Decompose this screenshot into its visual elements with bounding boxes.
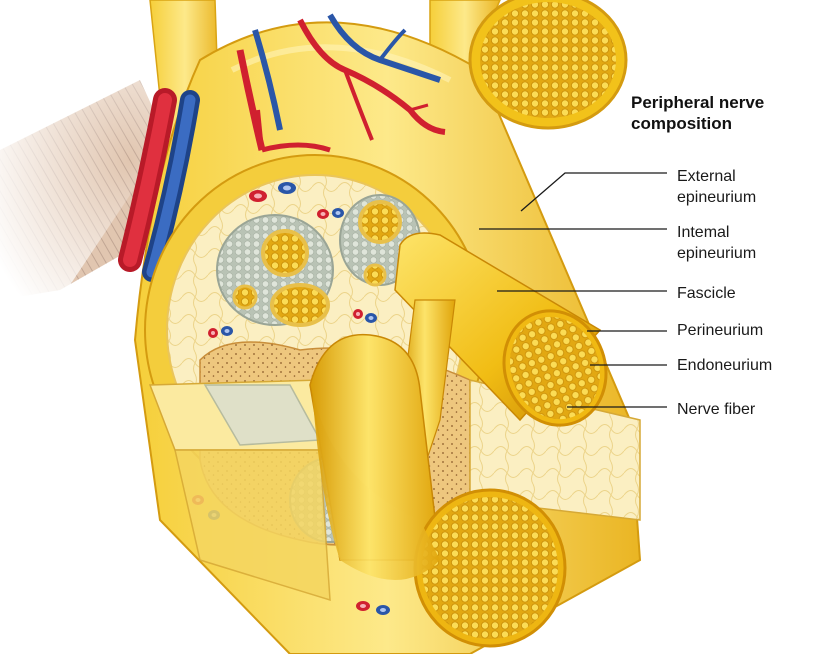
label-fascicle: Fascicle	[677, 283, 813, 304]
label-nerve-fiber: Nerve fiber	[677, 399, 813, 420]
leader-external	[521, 173, 667, 211]
label-internal-epineurium: Intemal epineurium	[677, 222, 813, 264]
figure-title: Peripheral nerve composition	[631, 92, 811, 134]
branch-cross-section	[470, 0, 626, 128]
label-external-epineurium: External epineurium	[677, 166, 813, 208]
label-perineurium: Perineurium	[677, 320, 813, 341]
label-endoneurium: Endoneurium	[677, 355, 813, 376]
